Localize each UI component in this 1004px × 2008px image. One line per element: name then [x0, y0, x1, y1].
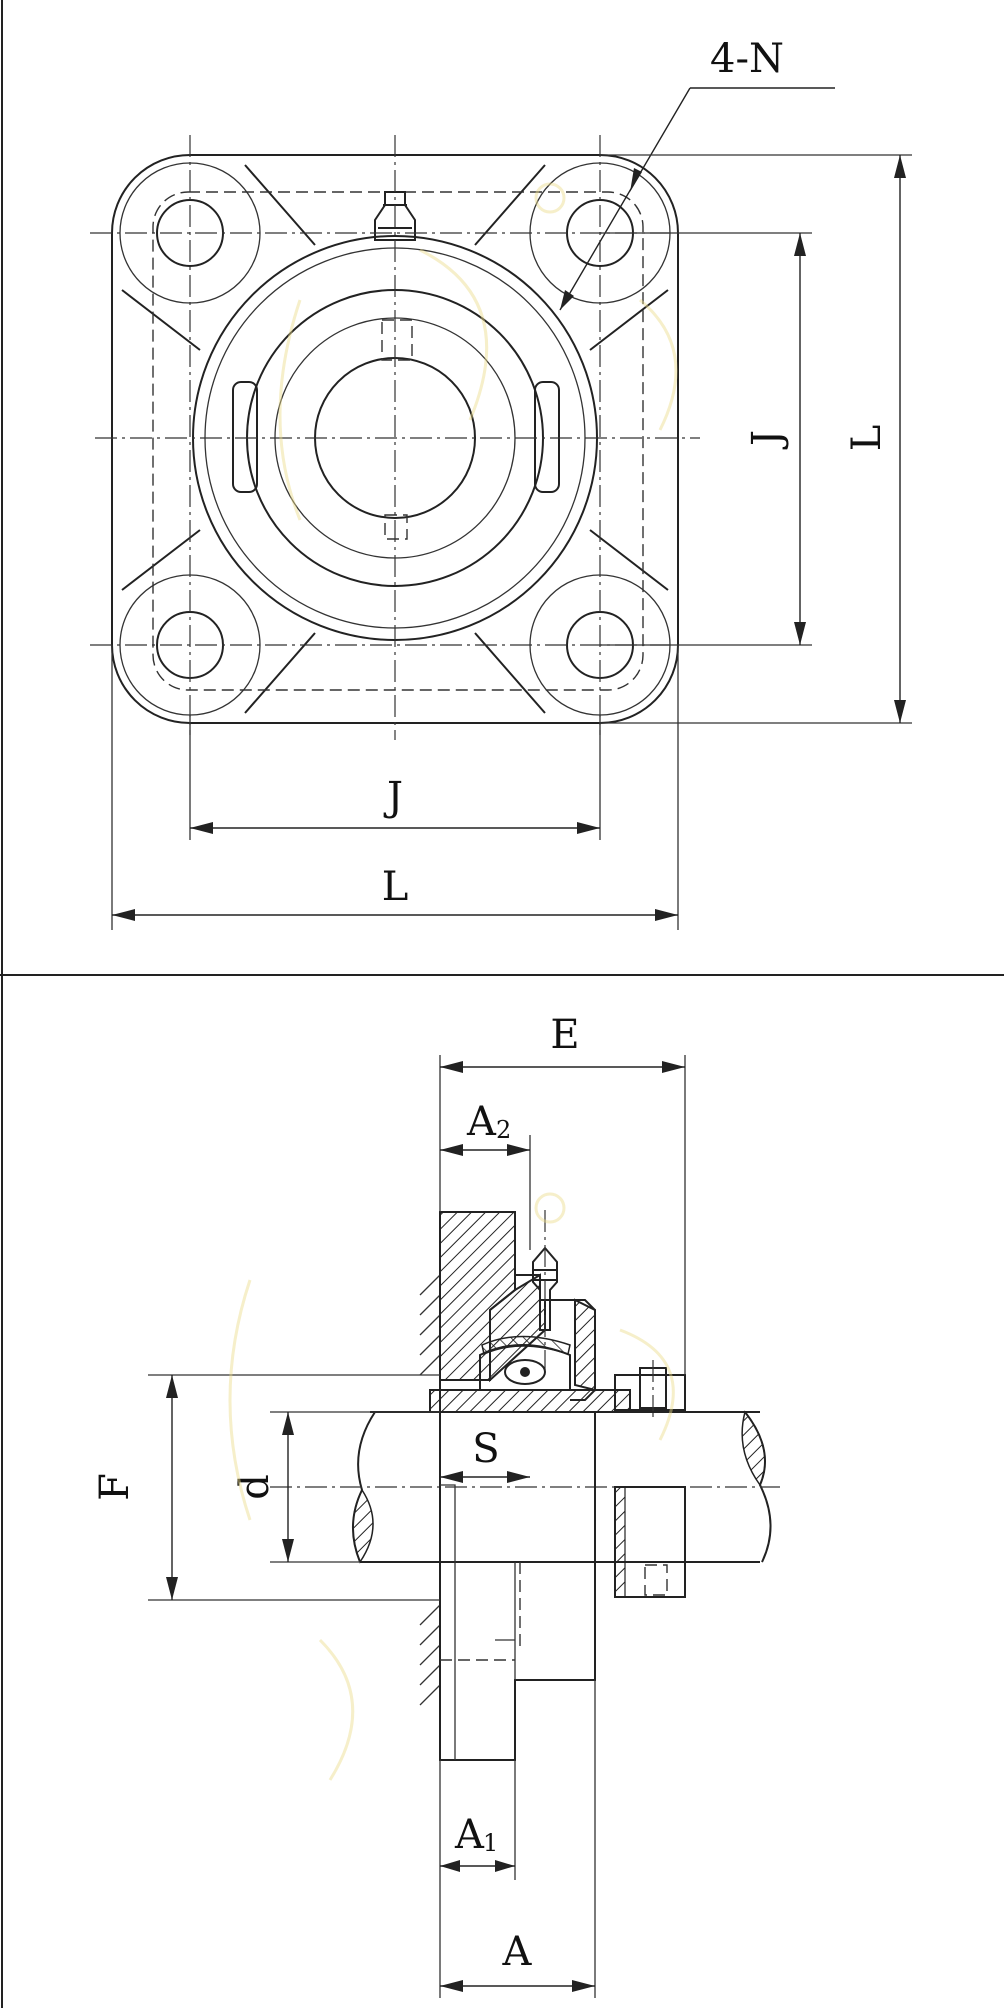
set-screw-hidden-top: [381, 319, 413, 361]
lock-slot-left: [232, 381, 258, 493]
dim-label-a1: A: [454, 1812, 485, 1858]
inner-ring-section: [429, 1389, 631, 1413]
dim-label-j-horizontal: J: [383, 774, 403, 820]
shaft-left-break-section: [352, 1488, 374, 1564]
bearing-ball-center: [520, 1367, 530, 1377]
hole-leader-arrow: [560, 290, 574, 310]
dim-label-l-vertical: L: [844, 425, 890, 452]
arrow-d-down: [282, 1539, 294, 1562]
side-view: E A 2 F d S A 1: [92, 1012, 780, 1998]
arrow-a1-right: [495, 1860, 515, 1872]
housing-right-section: [574, 1298, 596, 1392]
hole-leader-line: [559, 87, 691, 311]
arrow-l-right: [655, 909, 678, 921]
bearing-ball: [504, 1359, 546, 1385]
lock-slot-right: [534, 381, 560, 493]
arrow-e-right: [662, 1061, 685, 1073]
arrow-l-up: [894, 155, 906, 178]
arrow-j-right: [577, 822, 600, 834]
arrow-j-down: [794, 622, 806, 645]
dim-label-a2-subscript: 2: [496, 1116, 511, 1144]
arrow-j-up: [794, 233, 806, 256]
arrow-l-down: [894, 700, 906, 723]
locking-collar-top: [614, 1374, 686, 1411]
dim-label-s: S: [472, 1426, 499, 1472]
arrow-a2-right: [507, 1144, 530, 1156]
arrow-e-left: [440, 1061, 463, 1073]
arrow-a1-left: [440, 1860, 460, 1872]
lower-housing-outline: [439, 1412, 596, 1761]
arrow-a-right: [572, 1980, 595, 1992]
lower-flange-inner: [440, 1484, 516, 1760]
mounting-surface-hatch: [419, 1265, 441, 1735]
bearing-race-section: [481, 1335, 571, 1356]
flange-web-edges: [121, 164, 669, 714]
lower-hidden-lines: [440, 1562, 521, 1661]
arrow-d-up: [282, 1412, 294, 1435]
shaft-right-break-section: [741, 1410, 766, 1487]
arrow-a2-left: [440, 1144, 463, 1156]
arrow-s-right: [507, 1471, 530, 1483]
hole-leader-arrow-2: [630, 168, 642, 192]
dim-label-l-horizontal: L: [382, 864, 409, 910]
dim-label-f: F: [92, 1473, 138, 1501]
arrow-f-up: [166, 1375, 178, 1398]
dim-label-e: E: [550, 1012, 579, 1058]
dim-label-a2: A: [466, 1099, 497, 1145]
arrow-f-down: [166, 1577, 178, 1600]
dim-label-a1-subscript: 1: [483, 1829, 498, 1857]
arrow-s-left: [440, 1471, 463, 1483]
watermark-logo: [228, 182, 678, 1781]
hidden-housing-outline: [152, 191, 644, 691]
dim-label-a: A: [502, 1929, 533, 1975]
set-screw-hidden-bottom: [384, 514, 408, 540]
arrow-j-left: [190, 822, 213, 834]
arrow-l-left: [112, 909, 135, 921]
set-screw-bottom-hidden: [644, 1564, 668, 1596]
locking-collar-bottom-section: [614, 1486, 626, 1598]
dim-label-j-vertical: J: [744, 430, 790, 450]
arrow-a-left: [440, 1980, 463, 1992]
hole-count-label: 4-N: [710, 36, 784, 82]
dim-label-d: d: [232, 1474, 278, 1500]
top-view: 4-N J L J L: [90, 36, 912, 930]
